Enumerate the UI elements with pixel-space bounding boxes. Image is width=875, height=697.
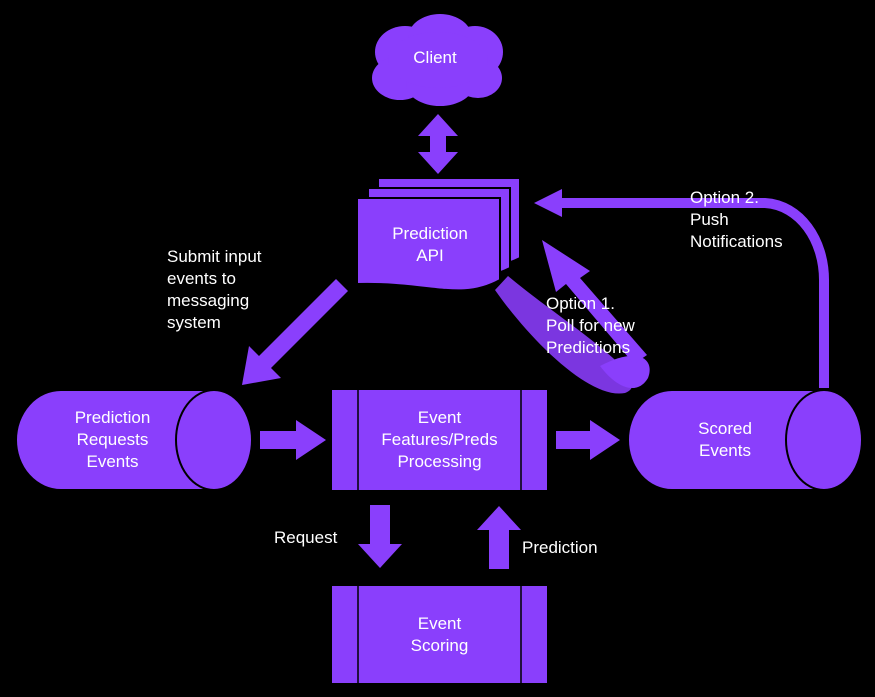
- processing-shape: [332, 390, 547, 490]
- scored-events-cylinder: [627, 389, 863, 491]
- option1-label-line-1: Option 1.: [546, 294, 615, 313]
- option2-label: Option 2. Push Notifications: [690, 187, 783, 253]
- processing-to-scored-arrow: [556, 420, 620, 460]
- request-label: Request: [274, 527, 337, 549]
- prediction-api-line-2: API: [416, 246, 444, 265]
- processing-label: Event Features/Preds Processing: [358, 405, 521, 475]
- processing-line-3: Processing: [397, 452, 482, 471]
- prediction-label: Prediction: [522, 537, 598, 559]
- option1-curve-tail: [600, 355, 650, 389]
- option1-arrow: [542, 240, 647, 364]
- scoring-line-2: Scoring: [410, 636, 469, 655]
- option1-label-line-2: Poll for new: [546, 316, 635, 335]
- prediction-arrow: [477, 506, 521, 569]
- submit-arrow: [242, 279, 348, 385]
- scoring-shape: [332, 586, 547, 683]
- option2-label-line-1: Option 2.: [690, 188, 759, 207]
- client-label: Client: [385, 45, 485, 71]
- submit-label-line-4: system: [167, 313, 221, 332]
- submit-label: Submit input events to messaging system: [167, 246, 262, 334]
- option1-curve: [495, 276, 633, 394]
- processing-line-2: Features/Preds: [381, 430, 498, 449]
- prediction-requests-line-1: Prediction: [74, 408, 151, 427]
- request-arrow: [358, 505, 402, 568]
- prediction-requests-line-3: Events: [86, 452, 139, 471]
- prediction-requests-cylinder: [15, 389, 253, 491]
- scoring-label: Event Scoring: [358, 612, 521, 658]
- option1-label-line-3: Predictions: [546, 338, 631, 357]
- request-label-line: Request: [274, 528, 338, 547]
- option2-arrow-line: [560, 198, 829, 388]
- option1-label: Option 1. Poll for new Predictions: [546, 293, 635, 359]
- scored-events-line-1: Scored: [698, 419, 752, 438]
- client-cloud-shape: [372, 14, 503, 106]
- option2-label-line-2: Push: [690, 210, 729, 229]
- prediction-label-line: Prediction: [522, 538, 598, 557]
- prediction-api-line-1: Prediction: [392, 224, 468, 243]
- option2-arrowhead: [534, 189, 562, 217]
- processing-line-1: Event: [417, 408, 462, 427]
- prediction-requests-line-2: Requests: [76, 430, 149, 449]
- client-api-double-arrow: [418, 114, 458, 174]
- option2-label-line-3: Notifications: [690, 232, 783, 251]
- scoring-line-1: Event: [417, 614, 462, 633]
- submit-label-line-2: events to: [167, 269, 236, 288]
- prediction-api-shape: [356, 177, 521, 292]
- requests-to-processing-arrow: [260, 420, 326, 460]
- prediction-requests-label: Prediction Requests Events: [40, 405, 185, 475]
- prediction-api-label: Prediction API: [360, 222, 500, 268]
- scored-events-label: Scored Events: [660, 417, 790, 463]
- submit-label-line-3: messaging: [167, 291, 250, 310]
- submit-label-line-1: Submit input: [167, 247, 262, 266]
- client-label-line: Client: [413, 48, 457, 67]
- scored-events-line-2: Events: [699, 441, 751, 460]
